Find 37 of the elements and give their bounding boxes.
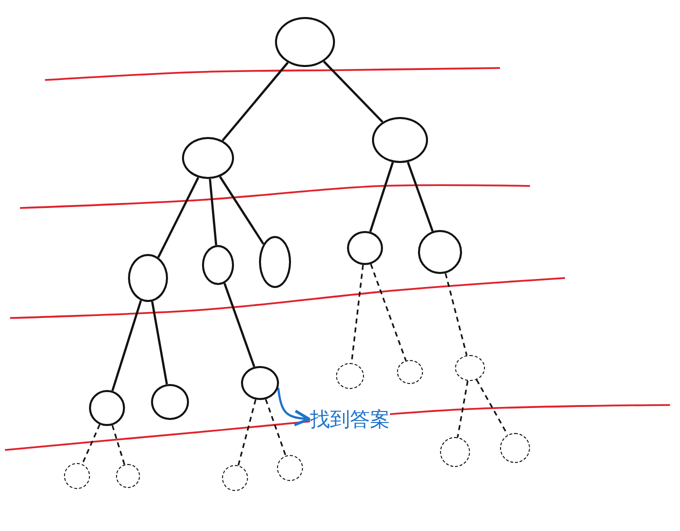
tree-branch bbox=[369, 162, 394, 232]
tree-node-circle bbox=[418, 230, 462, 274]
tree-node-circle bbox=[347, 231, 383, 265]
tree-branch bbox=[264, 398, 286, 456]
tree-branch bbox=[476, 379, 508, 436]
tree-branch bbox=[219, 176, 264, 245]
unexplored-node bbox=[64, 463, 90, 489]
unexplored-node bbox=[277, 455, 303, 481]
unexplored-node bbox=[397, 360, 423, 384]
tree-node-circle bbox=[259, 236, 291, 288]
unexplored-node bbox=[222, 465, 248, 491]
tree-branch bbox=[157, 176, 200, 258]
tree-branch bbox=[112, 424, 126, 465]
arrow bbox=[277, 388, 310, 426]
unexplored-node bbox=[116, 464, 140, 488]
tree-node-circle bbox=[241, 366, 279, 400]
tree-branch bbox=[444, 273, 468, 356]
tree-branch bbox=[323, 60, 384, 123]
tree-branch bbox=[208, 178, 218, 246]
tree-node-circle bbox=[182, 137, 234, 179]
tree-branch bbox=[222, 62, 289, 142]
unexplored-node bbox=[455, 355, 485, 381]
tree-node-circle bbox=[89, 390, 125, 426]
unexplored-node bbox=[336, 363, 364, 389]
tree-branch bbox=[370, 264, 407, 361]
tree-branch bbox=[111, 300, 142, 392]
tree-branch bbox=[238, 399, 256, 466]
tree-branch bbox=[456, 380, 468, 438]
annotation-label: 找到答案 bbox=[310, 408, 390, 430]
tree-node-circle bbox=[128, 254, 168, 302]
tree-branch bbox=[223, 282, 256, 368]
tree-node-circle bbox=[202, 245, 234, 285]
tree-branch bbox=[151, 301, 168, 384]
tree-node-circle bbox=[372, 117, 428, 163]
tree-branch bbox=[82, 424, 100, 464]
tree-node-circle bbox=[151, 384, 189, 420]
tree-branch bbox=[406, 162, 434, 232]
